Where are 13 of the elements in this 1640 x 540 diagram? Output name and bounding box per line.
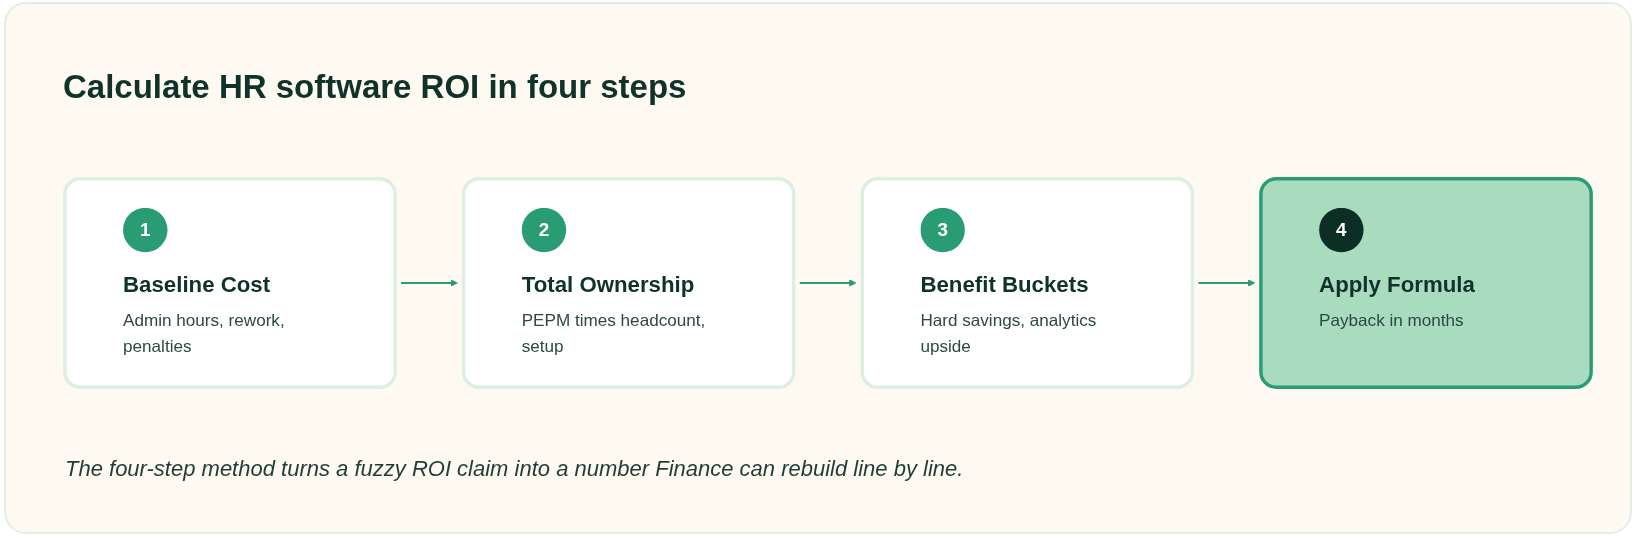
arrow <box>799 279 857 287</box>
step-title: Baseline Cost <box>123 271 272 300</box>
step-description: PEPM times headcount, setup <box>521 309 707 357</box>
caption-text: The four-step method turns a fuzzy ROI claim into a number Finance can rebuild line by line. <box>65 456 964 482</box>
step-description: Payback in months <box>1319 309 1465 332</box>
step-title: Apply Formula <box>1319 271 1476 300</box>
arrow <box>1198 279 1256 287</box>
step-description: Hard savings, analytics upside <box>920 309 1098 357</box>
step-title: Total Ownership <box>521 271 696 300</box>
step-title: Benefit Buckets <box>920 271 1090 300</box>
arrow <box>401 279 458 287</box>
step-description: Admin hours, rework, penalties <box>123 309 286 357</box>
diagram-title: Calculate HR software ROI in four steps <box>63 68 687 106</box>
